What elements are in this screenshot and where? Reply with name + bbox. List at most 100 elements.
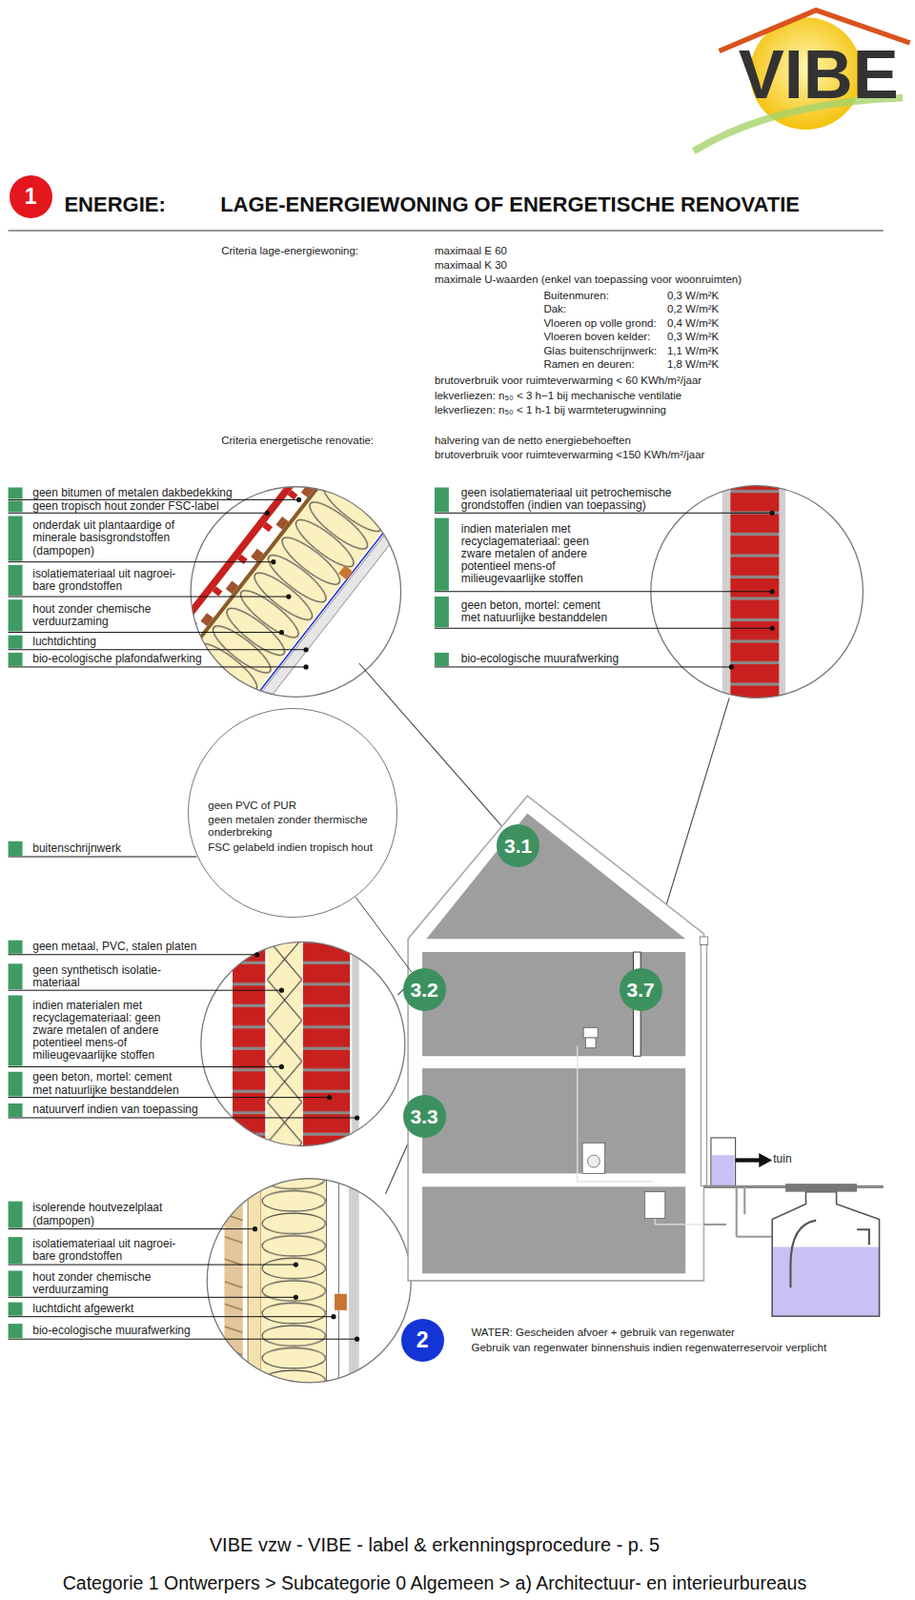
list-item: isolerende houtvezelplaat (dampopen) xyxy=(32,1201,185,1227)
water-note: Gebruik van regenwater binnenshuis indie… xyxy=(470,1342,827,1355)
green-marker xyxy=(8,500,23,512)
leader-dot xyxy=(729,664,734,670)
list-item: buitenschrijnwerk xyxy=(32,842,122,855)
section-number: 1 xyxy=(9,175,53,219)
leader-dot xyxy=(326,1095,332,1100)
list-item: natuurverf indien van toepassing xyxy=(32,1103,198,1117)
leader-line xyxy=(8,1339,358,1341)
green-marker xyxy=(8,841,23,856)
green-marker xyxy=(8,565,23,596)
criteria-text: maximaal K 30 xyxy=(434,259,508,272)
leader-line xyxy=(8,990,283,992)
green-marker xyxy=(434,488,449,513)
list-item: luchtdichting xyxy=(32,635,97,649)
leader-line xyxy=(8,1228,256,1230)
leader-line xyxy=(8,649,307,651)
criteria-text: maximaal E 60 xyxy=(434,244,508,258)
green-marker xyxy=(8,1270,23,1297)
callout-number: 3.2 xyxy=(403,968,447,1012)
criteria-text: 1,1 W/m²K xyxy=(667,345,719,358)
list-item: isolatiemateriaal uit nagroei- bare gron… xyxy=(32,1238,185,1263)
callout-text: 3.1 xyxy=(504,835,532,856)
circle-note: geen PVC of PUR xyxy=(207,799,297,813)
green-marker xyxy=(8,599,23,631)
green-marker xyxy=(8,1072,23,1098)
list-item: luchtdicht afgewerkt xyxy=(32,1302,134,1316)
leader-dot xyxy=(252,1226,258,1232)
list-item: onderdak uit plantaardige of minerale ba… xyxy=(32,519,185,558)
leader-dot xyxy=(770,510,775,516)
list-item: bio-ecologische muurafwerking xyxy=(32,1324,190,1338)
list-item: geen bitumen of metalen dakbedekking xyxy=(32,487,232,500)
callout-number: 3.1 xyxy=(496,824,540,868)
garden-label: tuin xyxy=(772,1153,792,1166)
list-item: geen tropisch hout zonder FSC-label xyxy=(32,500,219,513)
leader-dot xyxy=(296,497,302,503)
criteria-text: Dak: xyxy=(543,303,567,316)
circle-note: FSC gelabeld indien tropisch hout xyxy=(207,841,373,854)
criteria-heading: Criteria energetische renovatie: xyxy=(221,434,374,448)
criteria-text: brutoverbruik voor ruimteverwarming <150… xyxy=(434,448,705,462)
criteria-text: Buitenmuren: xyxy=(543,289,609,303)
footer-text: Categorie 1 Ontwerpers > Subcategorie 0 … xyxy=(5,1573,864,1594)
criteria-text: Ramen en deuren: xyxy=(543,358,634,371)
leader-dot xyxy=(279,988,285,994)
callout-text: 3.2 xyxy=(410,979,439,1000)
list-item: isolatiemateriaal uit nagroei- bare gron… xyxy=(32,568,185,593)
list-item: hout zonder chemische verduurzaming xyxy=(32,1271,185,1297)
logo-text: VIBE xyxy=(738,37,899,113)
green-marker xyxy=(8,963,23,990)
criteria-text: 0,4 W/m²K xyxy=(667,317,719,330)
criteria-text: lekverliezen: n₅₀ < 1 h-1 bij warmteteru… xyxy=(434,404,667,417)
detail-circle: geen PVC of PURgeen metalen zonder therm… xyxy=(187,708,398,918)
leader-line xyxy=(434,628,773,630)
leader-line xyxy=(8,561,274,563)
leader-dot xyxy=(293,1261,299,1267)
leader-dot xyxy=(354,1337,360,1342)
section-heading: ENERGIE: xyxy=(63,193,165,217)
list-item: hout zonder chemische verduurzaming xyxy=(32,603,185,629)
green-marker xyxy=(8,652,23,667)
list-item: geen beton, mortel: cement met natuurlij… xyxy=(461,599,612,625)
leader-line xyxy=(8,1297,297,1299)
leader-line xyxy=(8,1316,334,1318)
leader-line xyxy=(355,896,412,973)
green-marker xyxy=(434,652,449,667)
criteria-text: 1,8 W/m²K xyxy=(667,358,719,371)
green-marker xyxy=(8,635,23,650)
criteria-text: 0,3 W/m²K xyxy=(667,330,719,344)
water-note: WATER: Gescheiden afvoer + gebruik van r… xyxy=(470,1326,734,1340)
callout-number: 3.7 xyxy=(619,968,663,1012)
leader-line xyxy=(434,512,773,514)
callout-text: 2 xyxy=(416,1329,429,1352)
leader-dot xyxy=(279,630,285,635)
leader-line xyxy=(8,1117,358,1119)
green-marker xyxy=(8,1103,23,1118)
leader-line xyxy=(8,1066,283,1068)
list-item: indien materialen met recyclagemateriaal… xyxy=(461,523,600,587)
green-marker xyxy=(8,488,23,500)
leader-line xyxy=(434,666,732,668)
section-number: 2 xyxy=(401,1319,445,1363)
criteria-text: 0,2 W/m²K xyxy=(667,303,719,316)
leader-dot xyxy=(303,664,308,670)
green-marker xyxy=(8,1237,23,1264)
leader-dot xyxy=(354,1115,360,1120)
criteria-text: maximale U-waarden (enkel van toepassing… xyxy=(434,273,742,286)
page-title: LAGE-ENERGIEWONING OF ENERGETISCHE RENOV… xyxy=(220,193,800,217)
leader-dot xyxy=(270,559,276,565)
criteria-text: halvering van de netto energiebehoeften xyxy=(434,434,631,448)
list-item: geen beton, mortel: cement met natuurlij… xyxy=(32,1071,183,1097)
callout-text: 1 xyxy=(24,185,38,208)
callout-text: 3.3 xyxy=(410,1106,439,1127)
leader-line xyxy=(8,512,268,514)
leader-dot xyxy=(279,1064,285,1070)
green-marker xyxy=(8,995,23,1066)
leader-dot xyxy=(293,1295,299,1301)
green-marker xyxy=(434,518,449,591)
green-marker xyxy=(8,1201,23,1229)
list-item: bio-ecologische plafondafwerking xyxy=(32,652,202,666)
list-item: bio-ecologische muurafwerking xyxy=(461,652,619,666)
